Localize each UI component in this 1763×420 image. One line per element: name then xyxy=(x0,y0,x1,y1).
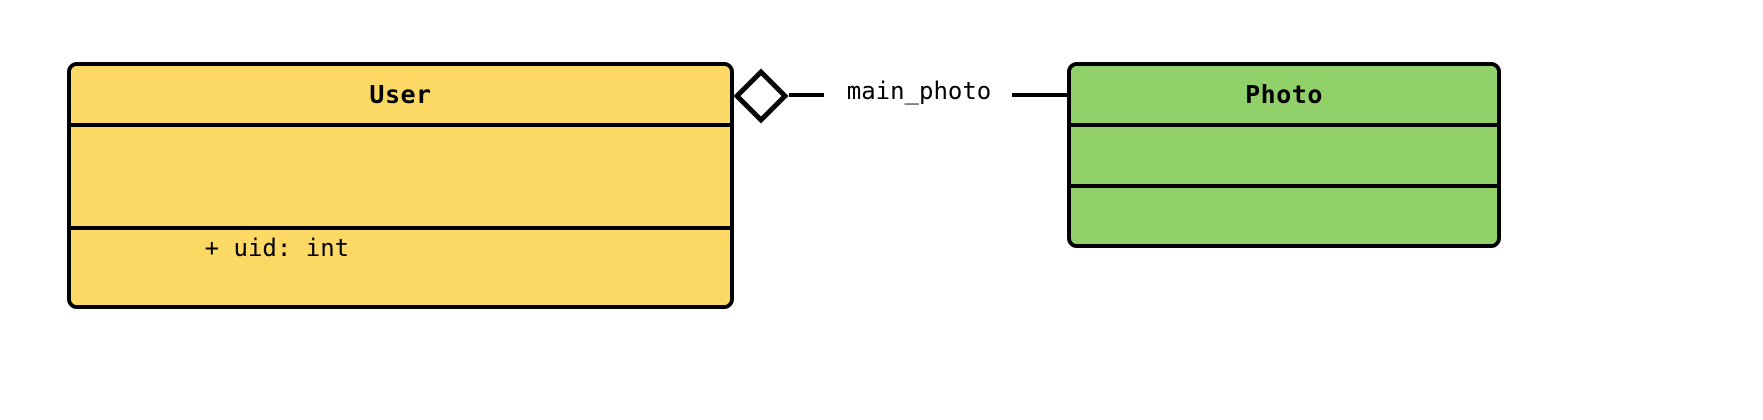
class-header-photo: Photo xyxy=(1071,66,1497,123)
association-label: main_photo xyxy=(824,79,1014,103)
class-name-photo: Photo xyxy=(1245,80,1323,109)
class-box-photo[interactable]: Photo xyxy=(1067,62,1501,248)
association-line-right xyxy=(1012,93,1069,97)
class-methods-photo xyxy=(1071,184,1497,244)
attribute-row: + uid: int xyxy=(89,202,712,294)
class-methods-user: + __init__(uid, main_photo): None xyxy=(71,226,730,309)
class-name-user: User xyxy=(369,80,432,109)
attribute-text: + uid: int xyxy=(204,234,350,263)
aggregation-diamond-icon xyxy=(733,68,789,124)
method-row: + __init__(uid, main_photo): None xyxy=(89,305,712,309)
association-line-left xyxy=(789,93,824,97)
class-header-user: User xyxy=(71,66,730,123)
class-attributes-user: + uid: int + main_photo: Photo xyxy=(71,123,730,262)
class-attributes-photo xyxy=(1071,123,1497,184)
class-box-user[interactable]: User + uid: int + main_photo: Photo + __… xyxy=(67,62,734,309)
